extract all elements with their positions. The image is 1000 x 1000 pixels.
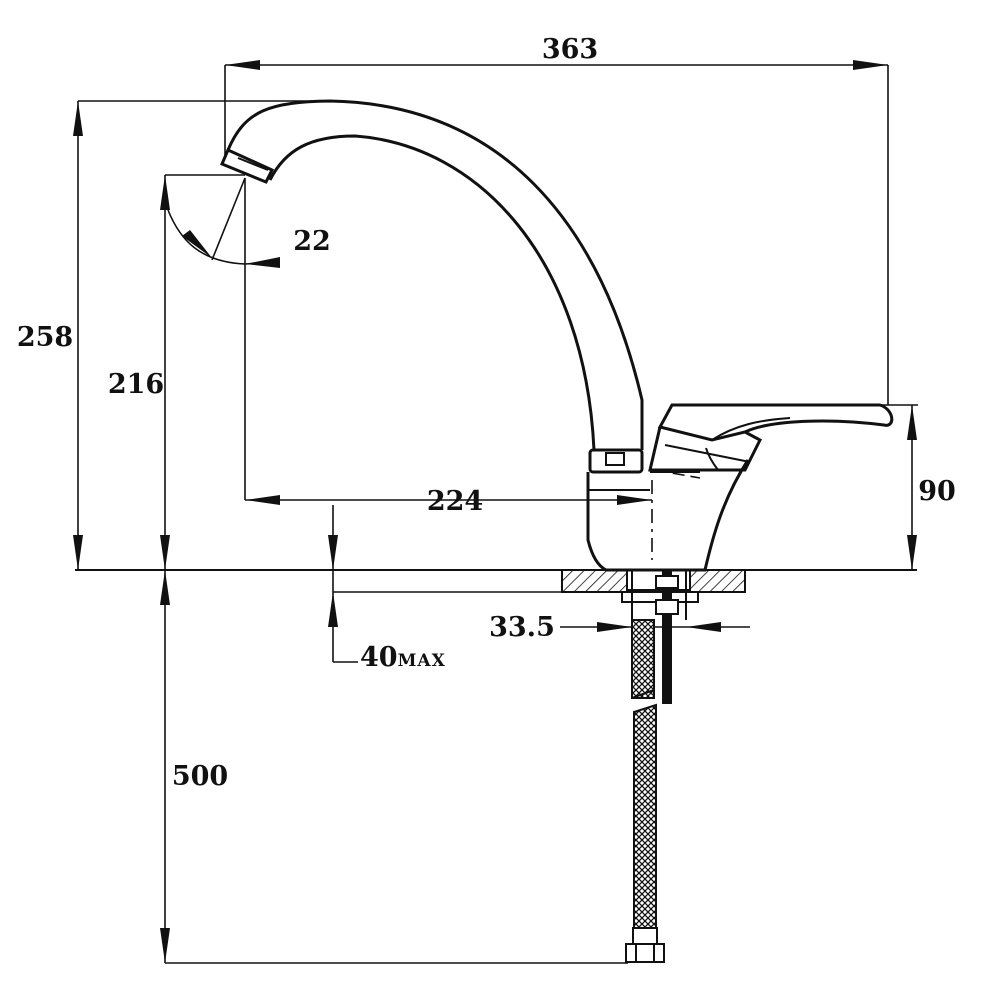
dimension-thickness-label: 40MAX bbox=[360, 642, 446, 673]
hose-upper-section bbox=[631, 619, 655, 699]
body-base bbox=[586, 459, 750, 572]
dimension-width-total: 363 bbox=[224, 34, 889, 405]
dimension-width-total-label: 363 bbox=[542, 34, 598, 65]
dimension-reach: 224 bbox=[245, 486, 652, 517]
dimension-thickness: 40MAX bbox=[328, 505, 622, 673]
lever-handle bbox=[657, 403, 894, 442]
countertop-hatch-right bbox=[689, 569, 746, 593]
countertop-hatch-left bbox=[561, 569, 628, 593]
dimension-thickness-value: 40 bbox=[360, 642, 398, 673]
hose-nut bbox=[625, 943, 665, 963]
hose-lower-section bbox=[633, 703, 657, 929]
faucet-body bbox=[220, 99, 894, 572]
dimension-reach-label: 224 bbox=[427, 486, 483, 517]
dimension-height-total: 258 bbox=[17, 100, 330, 570]
spout-collar bbox=[588, 448, 644, 474]
countertop-section bbox=[561, 569, 746, 704]
dimension-spout-height-label: 216 bbox=[108, 369, 164, 400]
dimension-lever-height: 90 bbox=[880, 404, 956, 570]
dimension-height-total-label: 258 bbox=[17, 322, 73, 353]
hose-ferrule bbox=[632, 927, 658, 945]
dimension-spout-height: 216 bbox=[108, 174, 245, 570]
dimension-hole-diameter-label: 33.5 bbox=[489, 612, 555, 643]
dimension-thickness-suffix: MAX bbox=[398, 651, 446, 671]
spout-inner-edge bbox=[268, 134, 596, 451]
cartridge-housing bbox=[648, 426, 762, 472]
threaded-stud bbox=[662, 570, 672, 704]
dimension-hose-length: 500 bbox=[160, 570, 628, 964]
dimension-hole-diameter: 33.5 bbox=[489, 612, 750, 643]
aerator bbox=[220, 148, 275, 184]
dimension-angle-label: 22 bbox=[293, 226, 331, 257]
dimension-lever-height-label: 90 bbox=[918, 476, 956, 507]
flexible-hose bbox=[625, 619, 665, 963]
dimension-hose-length-label: 500 bbox=[172, 761, 228, 792]
dimension-angle: 22 bbox=[167, 177, 331, 500]
spout-outer-edge bbox=[226, 99, 644, 450]
